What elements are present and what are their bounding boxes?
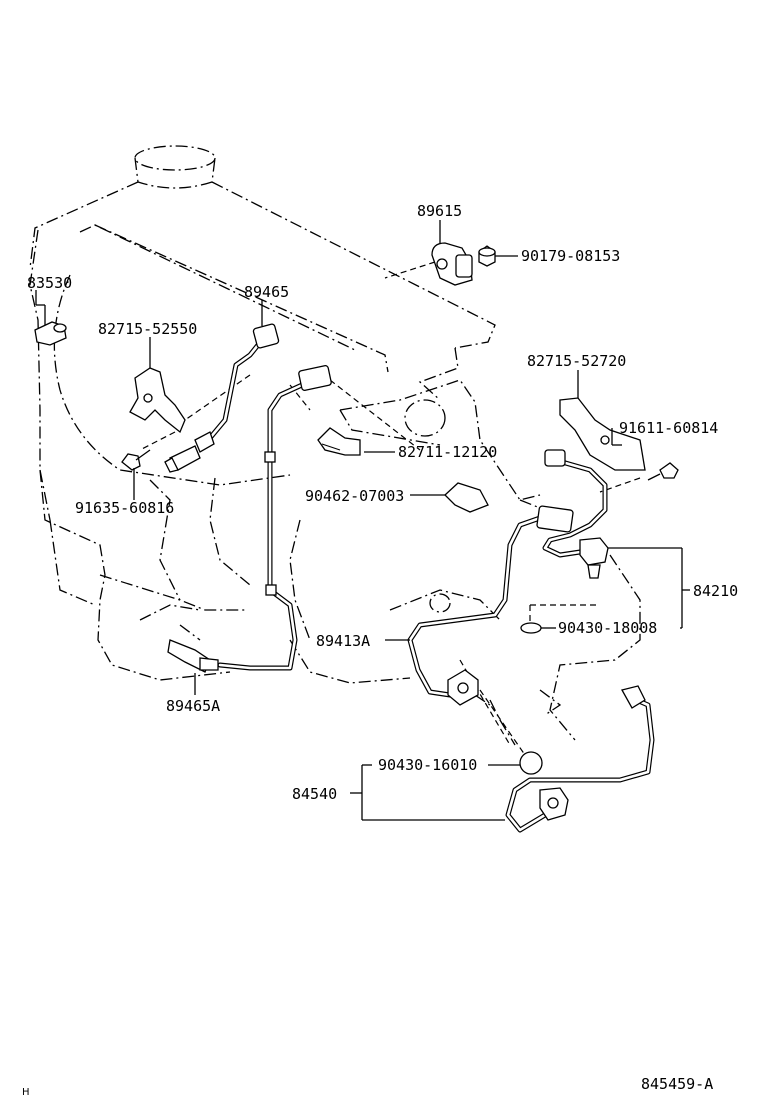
sensor-84540	[505, 685, 655, 833]
nut-90179-08153	[478, 245, 496, 267]
oxygen-sensor-89465	[164, 323, 280, 473]
engine-outline	[29, 145, 641, 746]
label-89465: 89465	[244, 283, 289, 301]
leader-lines	[35, 220, 690, 821]
label-90430-18008: 90430-18008	[558, 619, 657, 637]
label-89413A: 89413A	[316, 632, 370, 650]
o-ring-90430-16010	[519, 751, 543, 775]
oil-pressure-switch-83530	[34, 321, 67, 346]
label-90179-08153: 90179-08153	[521, 247, 620, 265]
label-82711-12120: 82711-12120	[398, 443, 497, 461]
label-89465A: 89465A	[166, 697, 220, 715]
bracket-82715-52720	[559, 397, 646, 471]
crank-sensor-84210	[542, 449, 609, 579]
clamp-90462-07003	[444, 482, 489, 513]
reference-lines	[139, 261, 641, 756]
bolt-91611-60814	[647, 462, 679, 481]
cam-sensor-89413A	[407, 505, 574, 706]
oxygen-sensor-89465A	[167, 365, 332, 673]
label-84540: 84540	[292, 785, 337, 803]
knock-sensor-89615	[431, 242, 473, 286]
diagram-id: 845459-A	[641, 1075, 713, 1093]
corner-mark: H	[22, 1087, 30, 1098]
label-83530: 83530	[27, 274, 72, 292]
part-labels: 89615 90179-08153 83530 89465 82715-5255…	[22, 202, 738, 1098]
bracket-82715-52550	[129, 367, 186, 434]
label-84210: 84210	[693, 582, 738, 600]
label-90430-16010: 90430-16010	[378, 756, 477, 774]
label-90462-07003: 90462-07003	[305, 487, 404, 505]
label-82715-52550: 82715-52550	[98, 320, 197, 338]
label-89615: 89615	[417, 202, 462, 220]
clamp-82711-12120	[317, 427, 361, 456]
label-82715-52720: 82715-52720	[527, 352, 626, 370]
o-ring-90430-18008	[520, 622, 542, 634]
bolt-91635-60816	[121, 449, 151, 471]
label-91635-60816: 91635-60816	[75, 499, 174, 517]
label-91611-60814: 91611-60814	[619, 419, 718, 437]
